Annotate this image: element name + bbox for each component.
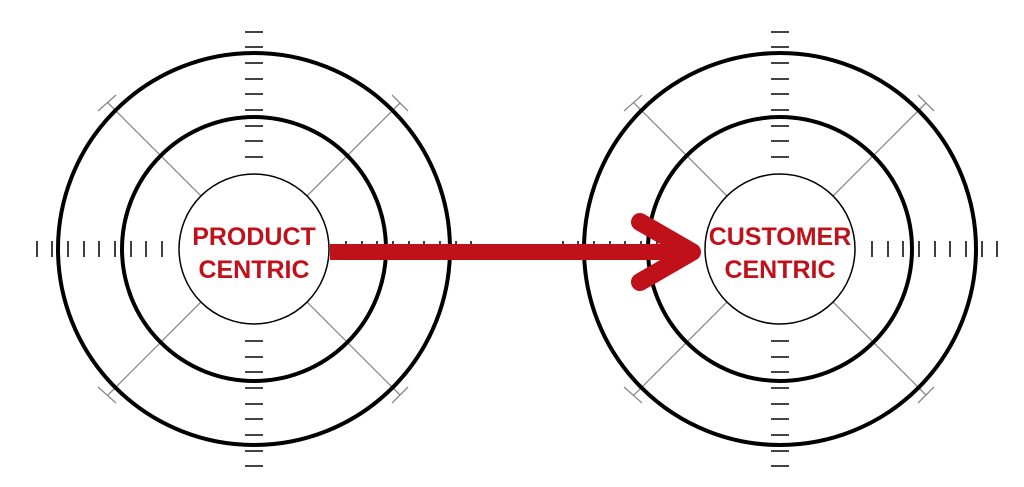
- right-hub-label-line1: CUSTOMER: [709, 223, 852, 251]
- arrow-head: [631, 213, 701, 291]
- arrow-right-icon: [330, 213, 701, 291]
- product-centric-target: PRODUCT CENTRIC: [36, 31, 472, 467]
- left-hub-label-line1: PRODUCT: [192, 223, 316, 251]
- customer-centric-target: CUSTOMER CENTRIC: [562, 31, 998, 467]
- left-hub: [178, 173, 330, 325]
- right-hub: [704, 173, 856, 325]
- right-hub-label-line2: CENTRIC: [724, 256, 835, 284]
- left-hub-label-line2: CENTRIC: [198, 256, 309, 284]
